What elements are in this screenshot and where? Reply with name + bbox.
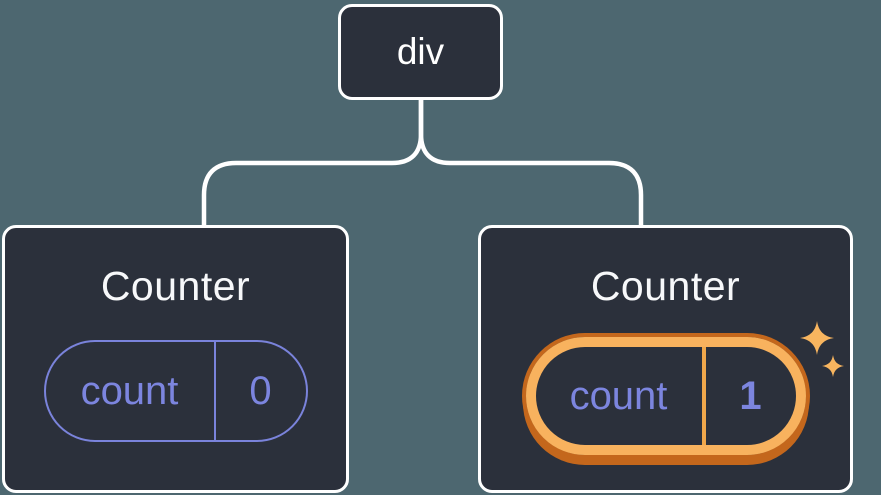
state-label: count [536,347,706,445]
state-pill: count 0 [43,340,308,442]
state-value: 0 [249,368,272,413]
state-value: 1 [739,373,762,418]
tree-connector-lines [201,97,644,229]
state-pill-highlighted: count 1 [525,337,806,455]
sparkle-star-small-icon [822,355,844,377]
sparkle-star-icon [800,321,834,355]
root-node-div: div [338,4,503,100]
counter-node-left: Counter count 0 [2,225,349,493]
state-label: count [46,342,216,440]
counter-node-right: Counter count 1 [478,225,853,493]
counter-title: Counter [100,263,251,309]
counter-title: Counter [590,263,741,309]
root-node-label: div [396,31,445,72]
